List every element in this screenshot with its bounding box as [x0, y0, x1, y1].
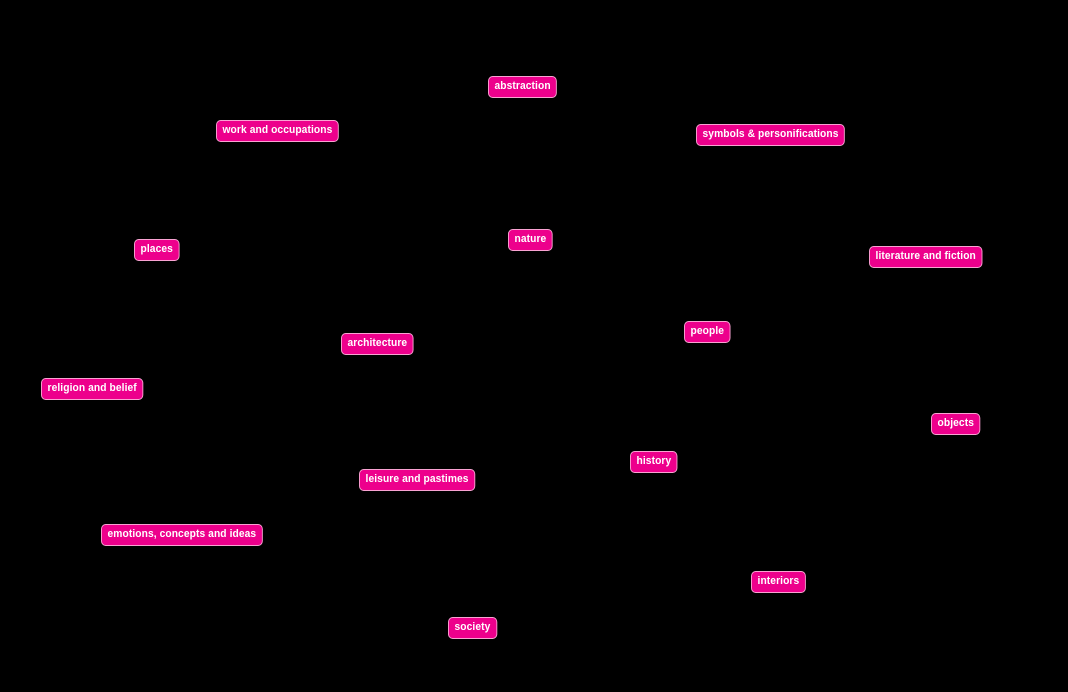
category-label[interactable]: objects	[931, 413, 981, 435]
category-label[interactable]: leisure and pastimes	[359, 469, 476, 491]
category-label[interactable]: religion and belief	[41, 378, 144, 400]
category-label[interactable]: interiors	[751, 571, 806, 593]
category-label[interactable]: symbols & personifications	[696, 124, 846, 146]
category-label[interactable]: emotions, concepts and ideas	[101, 524, 263, 546]
category-label[interactable]: people	[684, 321, 731, 343]
category-label[interactable]: architecture	[341, 333, 414, 355]
category-label[interactable]: work and occupations	[216, 120, 339, 142]
category-label[interactable]: nature	[508, 229, 553, 251]
category-label[interactable]: society	[448, 617, 497, 639]
category-label[interactable]: history	[630, 451, 678, 473]
category-label[interactable]: places	[134, 239, 180, 261]
category-label[interactable]: abstraction	[488, 76, 558, 98]
category-label[interactable]: literature and fiction	[869, 246, 983, 268]
